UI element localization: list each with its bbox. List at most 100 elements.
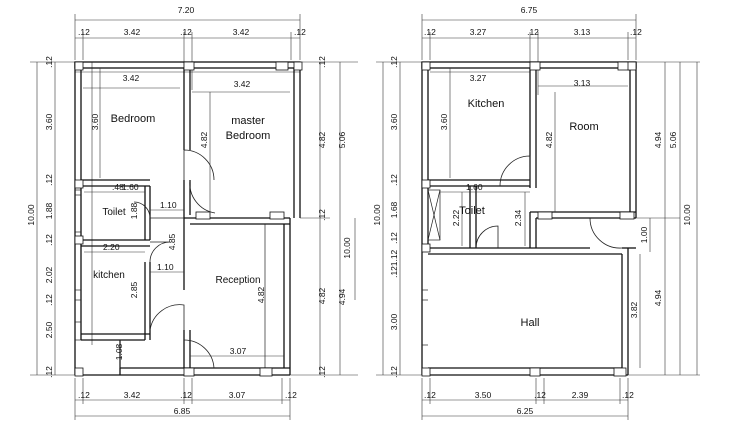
left-mid-wall-dim: .12 xyxy=(180,27,192,37)
right-bottom-a-dim: 3.50 xyxy=(475,390,492,400)
left-right-1000-dim: 10.00 xyxy=(342,237,352,259)
room-label: Room xyxy=(569,121,598,133)
left-master-inner-dim: 4.82 xyxy=(199,131,209,148)
left-reception-inner-dim: 4.82 xyxy=(256,286,266,303)
left-right-482-dim: 4.82 xyxy=(317,287,327,304)
left-top-a-dim: 3.42 xyxy=(124,27,141,37)
left-wall-dim: .12 xyxy=(78,27,90,37)
left-hall-110-dim: 1.10 xyxy=(157,262,174,272)
right-left-wall-1: .12 xyxy=(389,56,399,68)
right-right-494-dim: 4.94 xyxy=(653,131,663,148)
hall-label: Hall xyxy=(521,317,540,329)
left-total-height-dim: 10.00 xyxy=(26,204,36,226)
right-bottom-wall-3: .12 xyxy=(622,390,634,400)
left-kitchen-door xyxy=(149,241,171,263)
left-bottom-total-dim: 6.85 xyxy=(174,406,191,416)
left-windows xyxy=(75,189,81,341)
right-top-wall-1: .12 xyxy=(424,27,436,37)
left-toilet-door xyxy=(133,201,151,219)
right-top-wall-3: .12 xyxy=(630,27,642,37)
left-right-dimensions: .12 4.82 .12 4.82 .12 5.06 4.94 10.00 xyxy=(290,56,358,378)
left-entry-door xyxy=(183,339,215,369)
right-left-wall-2: .12 xyxy=(389,174,399,186)
right-room-labels: Kitchen Room Toilet Hall xyxy=(459,98,599,329)
right-columns xyxy=(421,61,637,377)
left-right-wall-2: .12 xyxy=(317,209,327,221)
left-reception-307-dim: 3.07 xyxy=(230,346,247,356)
left-bottom-b-dim: 3.07 xyxy=(229,390,246,400)
right-toilet-label: Toilet xyxy=(459,205,485,217)
left-wall-dim-4: .12 xyxy=(44,294,54,306)
left-right-wall-1: .12 xyxy=(317,56,327,68)
right-room-inner-dim: 4.82 xyxy=(544,131,554,148)
right-kitchen-inner-dim: 3.60 xyxy=(439,113,449,130)
left-bottom-dimensions: .12 3.42 .12 3.07 .12 6.85 xyxy=(74,378,297,420)
right-top-wall-2: .12 xyxy=(527,27,539,37)
right-top-total-dim: 6.75 xyxy=(521,5,538,15)
right-inner-dimensions: 1.60 2.22 2.34 4.82 1.00 3.82 xyxy=(440,68,651,368)
right-left-wall-4: .12 xyxy=(389,266,399,278)
left-wall-dim-2: .12 xyxy=(44,174,54,186)
master-bedroom-label-line2: Bedroom xyxy=(226,130,271,142)
right-top-a2-dim: 3.27 xyxy=(470,73,487,83)
left-bottom-wall-2: .12 xyxy=(180,390,192,400)
left-hall-485-dim: 4.85 xyxy=(167,233,177,250)
left-master-door xyxy=(183,149,215,181)
left-wall-dim-1: .12 xyxy=(44,56,54,68)
left-toilet-160-dim: 1.60 xyxy=(122,182,139,192)
right-left-1000-dim: 10.00 xyxy=(372,204,382,226)
right-toilet-168-dim: 1.68 xyxy=(389,201,399,218)
left-kitchen-285-dim: 2.85 xyxy=(129,281,139,298)
left-top-b-dim: 3.42 xyxy=(233,27,250,37)
right-hall-door xyxy=(589,217,623,249)
right-bottom-dimensions: .12 3.50 .12 2.39 .12 6.25 xyxy=(421,378,634,420)
right-kitchen-label: Kitchen xyxy=(468,98,505,110)
left-reception-door xyxy=(149,304,185,331)
left-right-wall-3: .12 xyxy=(317,366,327,378)
right-bottom-total-dim: 6.25 xyxy=(517,406,534,416)
right-hall-494-dim: 4.94 xyxy=(653,289,663,306)
right-windows xyxy=(422,189,441,346)
right-left-dimensions: 10.00 .12 3.60 .12 1.68 .12 1.12 .12 3.0… xyxy=(372,56,449,378)
right-left-wall-3: .12 xyxy=(389,232,399,244)
left-end-wall-dim: .12 xyxy=(294,27,306,37)
reception-label: Reception xyxy=(215,275,260,286)
left-hall-220-dim: 2.20 xyxy=(103,242,120,252)
left-bed-inner-dim: 3.60 xyxy=(90,113,100,130)
right-toilet-160-dim: 1.60 xyxy=(466,182,483,192)
right-right-dimensions: 4.94 4.94 5.06 10.00 xyxy=(628,61,700,376)
left-bed-height-dim: 3.60 xyxy=(44,113,54,130)
left-inner-dimensions: .48 1.60 1.88 1.10 2.20 4.85 1.10 2.85 1… xyxy=(83,68,290,368)
right-bottom-wall-1: .12 xyxy=(424,390,436,400)
right-doors xyxy=(475,155,623,249)
left-toilet-110-dim: 1.10 xyxy=(160,200,177,210)
left-top-dimensions: 7.20 .12 3.42 .12 3.42 .12 3.42 3.42 xyxy=(74,5,306,90)
left-toilet-48-dim: .48 xyxy=(112,182,124,192)
left-entry-108-dim: 1.08 xyxy=(114,343,124,360)
left-kitchen-height-dim: 2.02 xyxy=(44,266,54,283)
right-left-wall-5: .12 xyxy=(389,366,399,378)
left-bottom-wall-1: .12 xyxy=(78,390,90,400)
right-top-b-dim: 3.13 xyxy=(574,27,591,37)
right-right-506-dim: 5.06 xyxy=(668,131,678,148)
left-kitchen-label: kitchen xyxy=(93,270,125,281)
left-master-door-2 xyxy=(189,179,216,214)
left-lower-height-dim: 2.50 xyxy=(44,321,54,338)
left-toilet-label: Toilet xyxy=(102,207,126,218)
left-side-dimensions: 10.00 .12 3.60 .12 1.88 .12 2.02 .12 2.5… xyxy=(26,56,100,378)
right-hall-382-dim: 3.82 xyxy=(629,301,639,318)
left-bottom-a-dim: 3.42 xyxy=(124,390,141,400)
right-door-100-dim: 1.00 xyxy=(639,226,649,243)
right-walls xyxy=(421,61,637,376)
right-top-dimensions: 6.75 .12 3.27 .12 3.13 .12 3.27 3.13 xyxy=(421,5,642,95)
left-right-494-dim: 4.94 xyxy=(337,288,347,305)
right-toilet-234-dim: 2.34 xyxy=(513,209,523,226)
right-left-300-dim: 3.00 xyxy=(389,313,399,330)
right-top-a-dim: 3.27 xyxy=(470,27,487,37)
right-left-112-dim: 1.12 xyxy=(389,249,399,266)
left-room-labels: Bedroom master Bedroom Toilet kitchen Re… xyxy=(93,113,270,286)
left-bottom-wall-3: .12 xyxy=(285,390,297,400)
right-floor-plan: 6.75 .12 3.27 .12 3.13 .12 3.27 3.13 10.… xyxy=(372,5,700,420)
bedroom-label: Bedroom xyxy=(111,113,156,125)
left-top-b2-dim: 3.42 xyxy=(234,79,251,89)
